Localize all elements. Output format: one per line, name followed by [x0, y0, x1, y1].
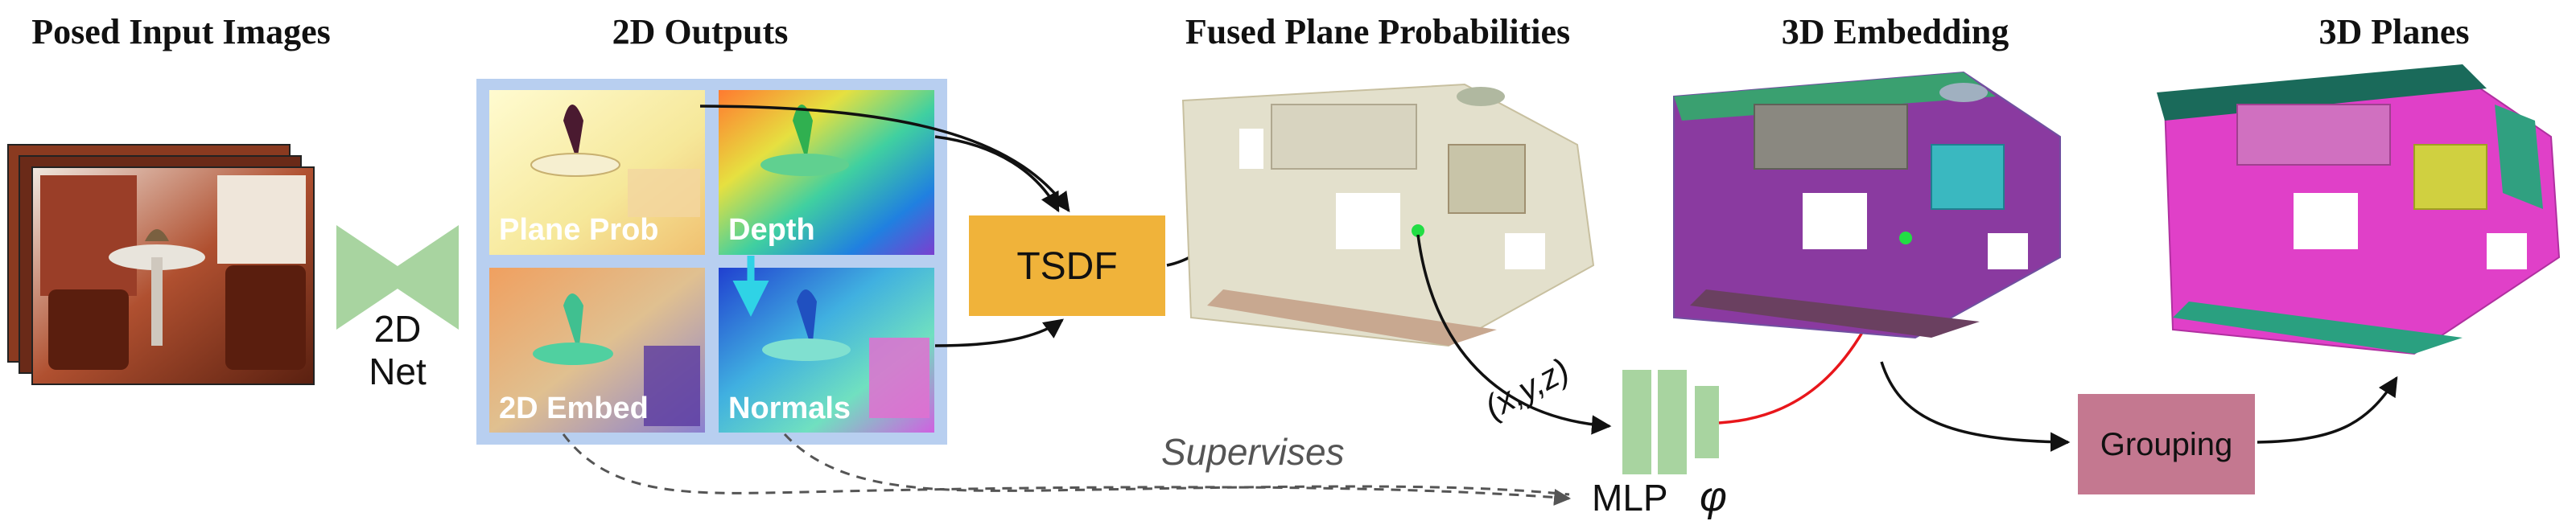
net-label-line2: Net: [369, 351, 427, 392]
phi-symbol: φ: [1700, 474, 1727, 520]
grouping-box: [2078, 394, 2255, 494]
heading-3d-embedding: 3D Embedding: [1782, 12, 2009, 51]
2d-embed-label: 2D Embed: [499, 392, 649, 425]
xyz-label: (x,y,z): [1478, 351, 1575, 426]
query-point-embedding: [1899, 232, 1912, 244]
point-to-mlp-arrow: [1416, 234, 1612, 435]
plane-prob-image: [489, 90, 705, 255]
net-label-line1: 2D: [374, 308, 422, 350]
normals-label: Normals: [728, 392, 851, 425]
2d-embed-image: [489, 268, 705, 433]
query-point-fused: [1412, 224, 1424, 237]
heading-posed-input-images: Posed Input Images: [31, 12, 331, 51]
supervises-label: Supervises: [1161, 431, 1345, 473]
grouping-to-planes-arrow: [2257, 375, 2398, 444]
plane-prob-to-tsdf-arrow: [699, 105, 1070, 212]
planes-mesh: [2157, 64, 2561, 355]
grouping-label: Grouping: [2100, 427, 2233, 462]
tsdf-label: TSDF: [1016, 245, 1117, 288]
depth-label: Depth: [728, 213, 815, 247]
heading-3d-planes: 3D Planes: [2319, 12, 2470, 51]
embedding-to-grouping-arrow: [1880, 361, 2071, 452]
depth-to-tsdf-arrow: [934, 135, 1060, 213]
depth-image: [719, 90, 934, 255]
tsdf-box: [969, 215, 1165, 316]
embedding-mesh: [1673, 71, 2061, 339]
plane-prob-label: Plane Prob: [499, 213, 659, 247]
posed-input-image-stack: [7, 144, 315, 385]
heading-fused-plane-probabilities: Fused Plane Probabilities: [1185, 12, 1570, 51]
mlp-label: MLP: [1592, 477, 1668, 519]
fused-plane-mesh: [1181, 83, 1595, 347]
2d-net-block: [336, 225, 459, 330]
heading-2d-outputs: 2D Outputs: [612, 12, 789, 51]
supervise-normals-arrow: [783, 433, 1570, 496]
mlp-block: [1622, 370, 1719, 474]
normals-to-tsdf-arrow: [934, 318, 1064, 347]
